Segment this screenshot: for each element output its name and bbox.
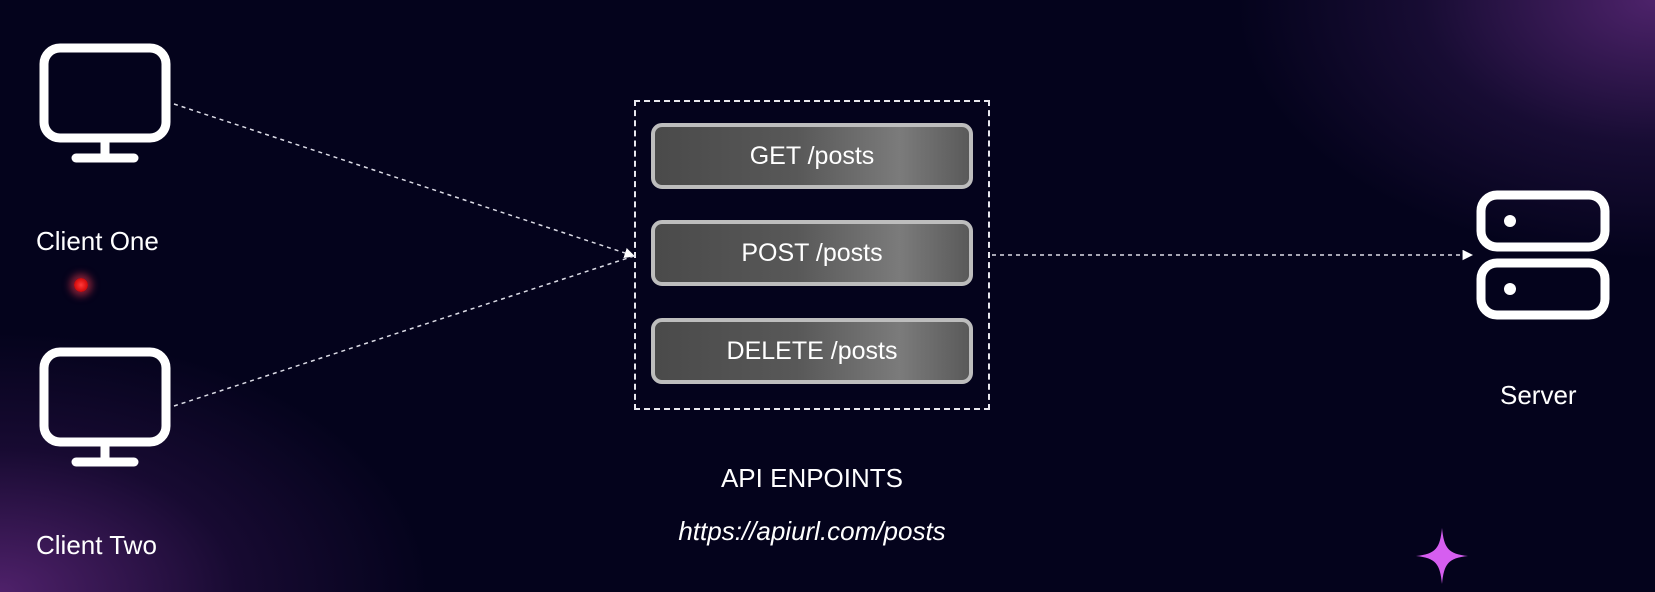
client-one-label: Client One <box>36 226 159 256</box>
endpoint-get-posts[interactable]: GET /posts <box>651 123 973 189</box>
monitor-icon <box>39 43 171 163</box>
endpoint-post-posts[interactable]: POST /posts <box>651 220 973 286</box>
api-url: https://apiurl.com/posts <box>678 516 946 546</box>
connector-client-two <box>173 255 635 407</box>
sparkle-icon <box>1416 528 1468 584</box>
client-two-label: Client Two <box>36 530 157 560</box>
monitor-icon <box>39 347 171 467</box>
connector-client-one <box>173 103 635 259</box>
server-label: Server <box>1500 380 1577 410</box>
server-icon <box>1476 190 1610 320</box>
endpoint-delete-posts[interactable]: DELETE /posts <box>651 318 973 384</box>
cursor-pointer-dot <box>74 278 88 292</box>
api-endpoints-group <box>634 100 990 410</box>
api-endpoints-title: API ENPOINTS <box>720 463 904 493</box>
